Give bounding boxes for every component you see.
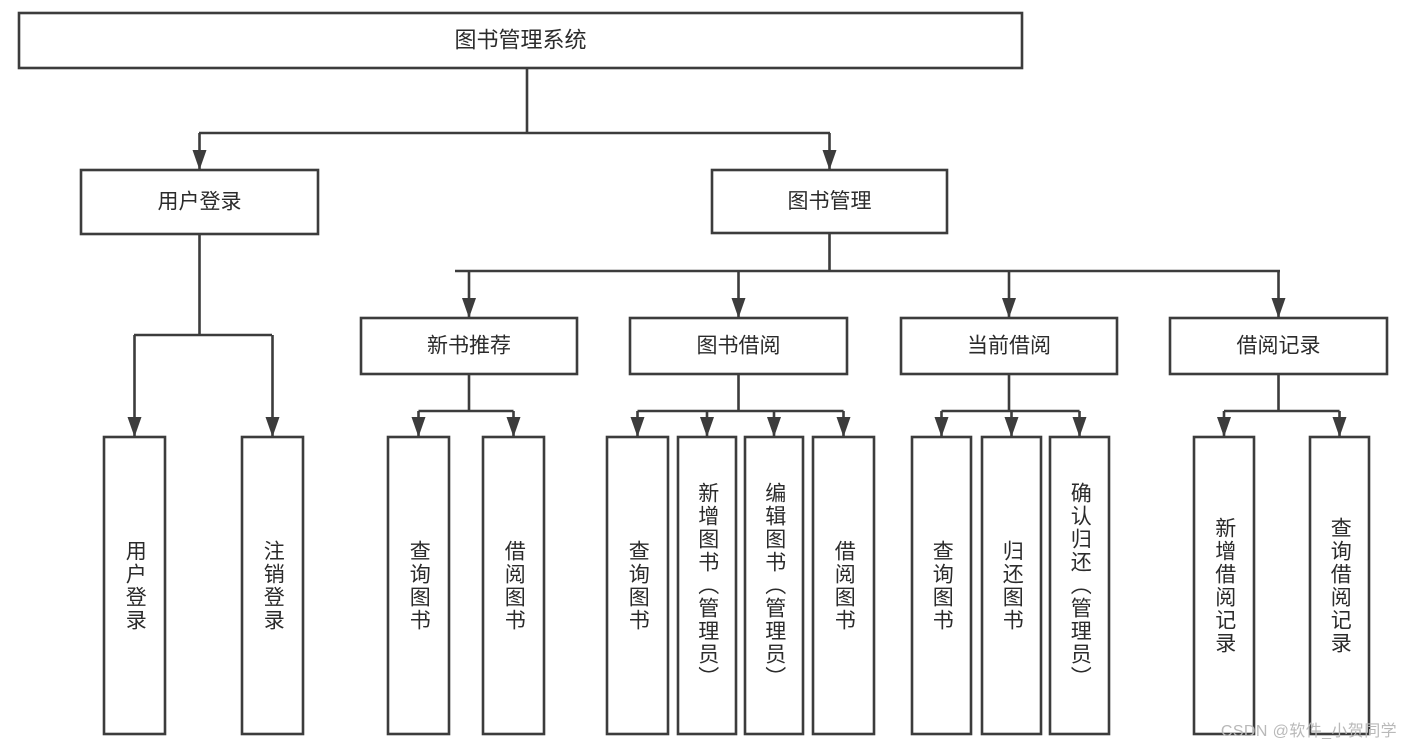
arrow-head-icon xyxy=(1072,417,1087,437)
node-leaf-8[interactable] xyxy=(910,435,973,736)
arrow-head-icon xyxy=(1332,417,1347,437)
node-level2-2-label: 当前借阅 xyxy=(967,335,1051,358)
node-leaf-3[interactable] xyxy=(481,435,546,736)
arrow-head-icon xyxy=(1217,417,1231,437)
arrow-head-icon xyxy=(630,417,645,437)
arrow-head-icon xyxy=(411,417,426,437)
edges-layer xyxy=(127,68,1347,437)
node-leaf-1[interactable] xyxy=(240,435,305,736)
arrow-head-icon xyxy=(462,298,476,318)
arrow-head-icon xyxy=(127,417,142,437)
arrow-head-icon xyxy=(1002,298,1016,318)
node-level2-1[interactable] xyxy=(628,316,849,376)
node-level1-0[interactable] xyxy=(79,168,320,236)
node-leaf-10[interactable] xyxy=(1048,435,1111,736)
node-level2-2[interactable] xyxy=(899,316,1119,376)
boxes-layer xyxy=(17,11,1389,736)
arrow-head-icon xyxy=(192,150,207,170)
node-leaf-12[interactable] xyxy=(1308,435,1371,736)
arrow-head-icon xyxy=(934,417,949,437)
arrow-head-icon xyxy=(767,417,781,437)
node-root-system[interactable] xyxy=(17,11,1024,70)
arrow-head-icon xyxy=(731,298,746,318)
node-leaf-0[interactable] xyxy=(102,435,167,736)
node-level2-1-label: 图书借阅 xyxy=(697,335,781,358)
node-leaf-6[interactable] xyxy=(743,435,805,736)
arrow-head-icon xyxy=(1271,298,1286,318)
node-leaf-4[interactable] xyxy=(605,435,670,736)
watermark-text: CSDN @软件_小贺同学 xyxy=(1220,723,1397,740)
arrow-head-icon xyxy=(1004,417,1019,437)
arrow-head-icon xyxy=(836,417,851,437)
node-level2-3[interactable] xyxy=(1168,316,1389,376)
arrow-head-icon xyxy=(700,417,714,437)
node-level1-0-label: 用户登录 xyxy=(158,191,242,214)
node-leaf-2[interactable] xyxy=(386,435,451,736)
node-level2-3-label: 借阅记录 xyxy=(1237,335,1321,358)
node-level1-1[interactable] xyxy=(710,168,949,235)
node-leaf-5[interactable] xyxy=(676,435,738,736)
node-root-system-label: 图书管理系统 xyxy=(454,27,586,52)
node-leaf-11[interactable] xyxy=(1192,435,1256,736)
node-leaf-9[interactable] xyxy=(980,435,1043,736)
node-leaf-7[interactable] xyxy=(811,435,876,736)
arrow-head-icon xyxy=(265,417,280,437)
node-level1-1-label: 图书管理 xyxy=(788,190,872,213)
node-level2-0-label: 新书推荐 xyxy=(427,335,511,358)
arrow-head-icon xyxy=(506,417,521,437)
arrow-head-icon xyxy=(822,150,837,170)
node-level2-0[interactable] xyxy=(359,316,579,376)
